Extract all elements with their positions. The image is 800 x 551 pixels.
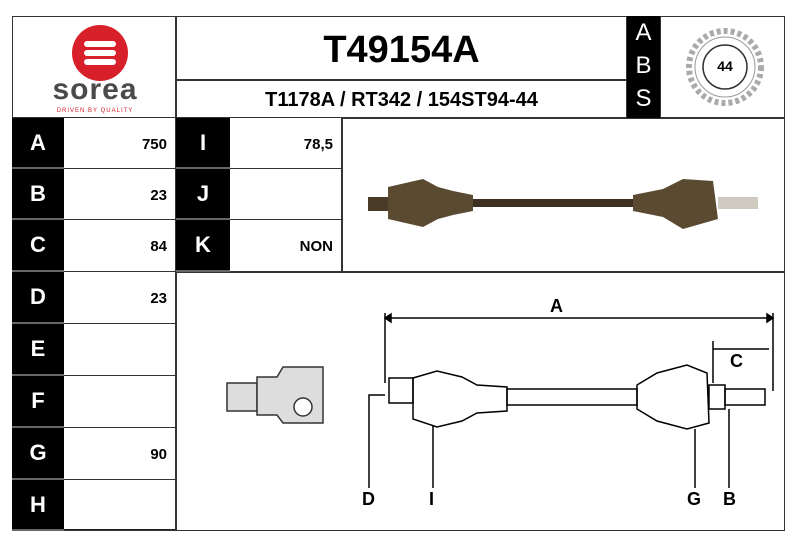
spec-label: H bbox=[12, 480, 64, 531]
part-number-cell: T49154A bbox=[176, 16, 627, 80]
joint-cutaway-icon bbox=[226, 366, 324, 424]
spec-value: 23 bbox=[64, 169, 176, 220]
spec-value bbox=[64, 376, 176, 428]
dim-label-i: I bbox=[429, 489, 435, 509]
spec-value: 84 bbox=[64, 220, 176, 272]
dim-label-d: D bbox=[362, 489, 375, 509]
brand-tagline: DRIVEN BY QUALITY bbox=[56, 108, 134, 114]
spec-value: 78,5 bbox=[230, 118, 342, 169]
spec-label: K bbox=[176, 220, 230, 272]
abs-letter: S bbox=[635, 85, 652, 112]
dim-label-g: G bbox=[687, 489, 702, 509]
spec-value: NON bbox=[230, 220, 342, 272]
sorea-logo bbox=[72, 25, 128, 81]
spec-label: E bbox=[12, 324, 64, 376]
spec-value bbox=[64, 480, 176, 531]
dim-label-c: C bbox=[730, 351, 743, 371]
drive-shaft-photo bbox=[368, 179, 758, 229]
spec-label: D bbox=[12, 272, 64, 324]
spec-label: I bbox=[176, 118, 230, 169]
dim-label-a: A bbox=[550, 296, 563, 316]
dimension-diagram: A C D I G B bbox=[176, 272, 785, 531]
abs-letter: B bbox=[635, 52, 652, 79]
abs-letter: A bbox=[635, 19, 652, 46]
spec-value bbox=[230, 169, 342, 220]
spec-label: J bbox=[176, 169, 230, 220]
spec-value bbox=[64, 324, 176, 376]
spec-label: G bbox=[12, 428, 64, 480]
spec-value: 23 bbox=[64, 272, 176, 324]
spec-label: C bbox=[12, 220, 64, 272]
part-number: T49154A bbox=[323, 29, 480, 71]
abs-teeth-count: 44 bbox=[717, 58, 733, 74]
spec-label: B bbox=[12, 169, 64, 220]
spec-value: 750 bbox=[64, 118, 176, 169]
dim-label-b: B bbox=[723, 489, 736, 509]
spec-label: A bbox=[12, 118, 64, 169]
abs-column: A B S bbox=[627, 16, 660, 118]
brand-name: sorea bbox=[52, 73, 138, 106]
spec-value: 90 bbox=[64, 428, 176, 480]
logo-cell: sorea DRIVEN BY QUALITY bbox=[12, 16, 176, 118]
shaft-drawing bbox=[226, 312, 775, 488]
abs-ring-cell: 44 bbox=[660, 16, 785, 118]
spec-label: F bbox=[12, 376, 64, 428]
abs-ring-icon bbox=[686, 28, 764, 106]
cross-references: T1178A / RT342 / 154ST94-44 bbox=[265, 89, 538, 111]
product-photo bbox=[342, 118, 785, 272]
references-cell: T1178A / RT342 / 154ST94-44 bbox=[176, 80, 627, 118]
